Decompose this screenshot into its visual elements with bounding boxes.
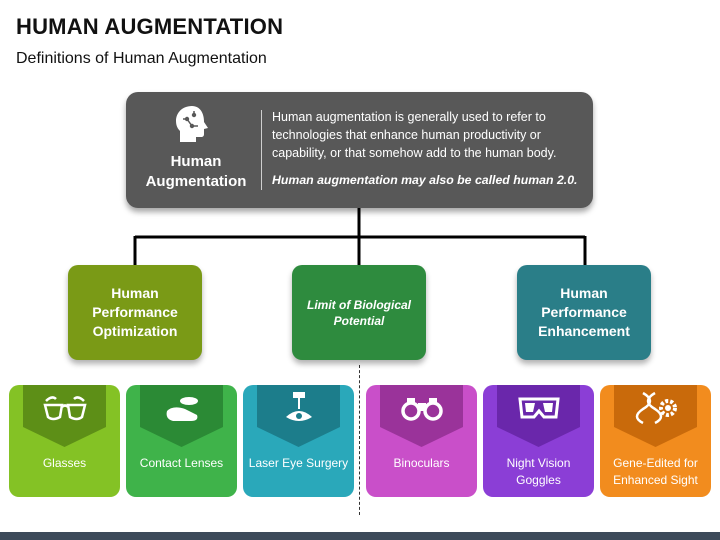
laser-eye-icon: [286, 392, 312, 421]
contact-lens-icon: [166, 397, 198, 421]
footer-bar: [0, 532, 720, 540]
card-gene-edited: Gene-Edited for Enhanced Sight: [600, 385, 711, 497]
category-label: Limit of Biological Potential: [307, 297, 411, 328]
main-divider: [261, 110, 262, 190]
main-label-line1: Human: [170, 153, 222, 170]
card-night-vision-goggles: Night Vision Goggles: [483, 385, 594, 497]
card-binoculars: Binoculars: [366, 385, 477, 497]
category-limit-biological-potential: Limit of Biological Potential: [292, 265, 426, 360]
main-definition-box: Human Augmentation Human augmentation is…: [126, 92, 593, 208]
chevron-shape: [380, 385, 463, 447]
page-subtitle: Definitions of Human Augmentation: [16, 50, 267, 67]
category-label: Human Performance Enhancement: [538, 285, 630, 339]
cyber-head-icon: [176, 106, 208, 142]
card-label: Laser Eye Surgery: [248, 456, 349, 470]
card-label: Contact Lenses: [139, 456, 224, 470]
category-performance-enhancement: Human Performance Enhancement: [517, 265, 651, 360]
main-description: Human augmentation is generally used to …: [272, 110, 557, 160]
card-label: Glasses: [42, 456, 87, 470]
card-label: Night Vision Goggles: [506, 456, 571, 487]
goggles-icon: [518, 397, 560, 419]
card-laser-eye-surgery: Laser Eye Surgery: [243, 385, 354, 497]
card-contact-lenses: Contact Lenses: [126, 385, 237, 497]
page-title: HUMAN AUGMENTATION: [16, 14, 284, 39]
chevron-shape: [614, 385, 697, 447]
chevron-shape: [23, 385, 106, 447]
card-label: Binoculars: [393, 456, 450, 470]
glasses-icon: [43, 396, 87, 421]
category-label: Human Performance Optimization: [92, 285, 178, 339]
card-label: Gene-Edited for Enhanced Sight: [613, 456, 698, 487]
main-label: Human Augmentation: [136, 152, 256, 192]
card-glasses: Glasses: [9, 385, 120, 497]
binoculars-icon: [401, 398, 443, 421]
dna-gear-icon: [635, 391, 677, 425]
divider-dashed-line: [359, 365, 360, 515]
main-label-line2: Augmentation: [145, 173, 247, 190]
main-note: Human augmentation may also be called hu…: [272, 173, 578, 187]
category-performance-optimization: Human Performance Optimization: [68, 265, 202, 360]
